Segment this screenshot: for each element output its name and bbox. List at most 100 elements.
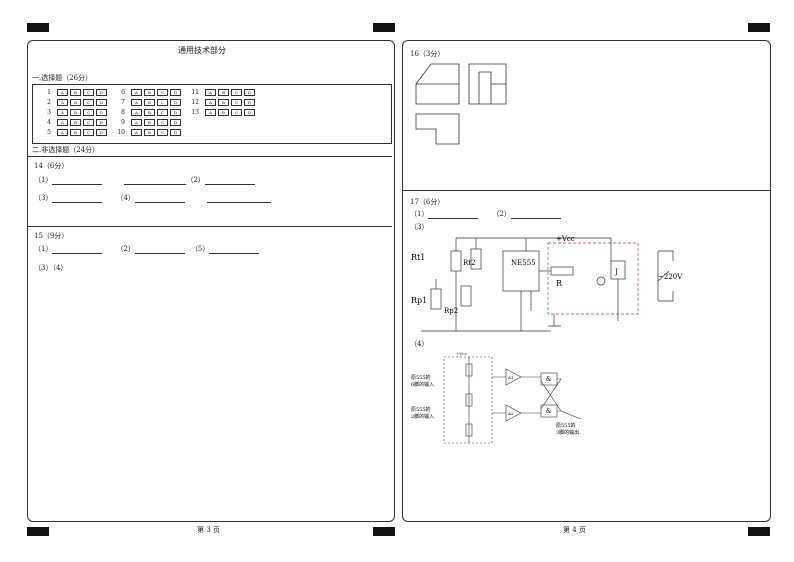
choice-option-box[interactable]: D: [96, 129, 107, 136]
answer-blank[interactable]: [124, 176, 187, 185]
choice-option-box[interactable]: A: [205, 89, 216, 96]
choice-option-box[interactable]: A: [57, 99, 68, 106]
choice-option-box[interactable]: D: [244, 109, 255, 116]
choice-option-box[interactable]: B: [144, 109, 155, 116]
choice-option-box[interactable]: A: [57, 89, 68, 96]
choice-option-box[interactable]: A: [205, 99, 216, 106]
choice-option-box[interactable]: A: [131, 129, 142, 136]
choice-option-box[interactable]: B: [70, 129, 81, 136]
answer-blank[interactable]: [206, 194, 271, 203]
choice-option-box[interactable]: D: [170, 89, 181, 96]
choice-option-box[interactable]: C: [231, 99, 242, 106]
answer-blank[interactable]: [134, 194, 185, 203]
q14-p3-label: （3）: [34, 194, 53, 202]
choice-option-box[interactable]: D: [170, 99, 181, 106]
choice-option-box[interactable]: D: [96, 99, 107, 106]
page-number: 第 4 页: [563, 526, 586, 534]
choice-option-box[interactable]: D: [170, 119, 181, 126]
choice-option-box[interactable]: A: [131, 109, 142, 116]
choice-option-box[interactable]: C: [83, 119, 94, 126]
relay-module-box: [547, 242, 639, 315]
relay-coil: [610, 260, 626, 280]
output3-line2: 3脚的输出: [556, 429, 579, 436]
input6-line1: 原555的: [411, 374, 431, 381]
registration-mark: [27, 23, 49, 32]
choice-option-box[interactable]: B: [144, 129, 155, 136]
question-number: 1: [47, 89, 51, 96]
choice-option-box[interactable]: C: [157, 109, 168, 116]
choice-option-box[interactable]: A: [205, 109, 216, 116]
answer-blank[interactable]: [209, 245, 260, 254]
question-number: 7: [121, 99, 125, 106]
section2-heading: 二.非选择题（24分）: [32, 146, 100, 154]
choice-option-box[interactable]: B: [218, 109, 229, 116]
choice-option-box[interactable]: B: [144, 89, 155, 96]
choice-option-box[interactable]: C: [83, 129, 94, 136]
choice-option-box[interactable]: D: [96, 119, 107, 126]
rp1-label: Rp1: [411, 296, 427, 305]
view-shape: [468, 63, 507, 105]
q15-p1-label: （1）: [34, 245, 53, 253]
registration-mark: [748, 23, 770, 32]
choice-option-box[interactable]: D: [244, 99, 255, 106]
choice-option-box[interactable]: A: [57, 129, 68, 136]
question-number: 3: [47, 109, 51, 116]
answer-blank[interactable]: [204, 176, 255, 185]
choice-option-box[interactable]: D: [170, 129, 181, 136]
answer-blank[interactable]: [510, 210, 561, 219]
registration-mark: [748, 527, 770, 536]
choice-option-box[interactable]: B: [218, 99, 229, 106]
q17-p3-label: （3）: [410, 223, 429, 231]
right-answer-panel: 16（3分） 17（6分） （1）（2） （3） Rt1 Rt2 Rp1 Rp2…: [402, 40, 771, 522]
answer-blank[interactable]: [52, 176, 103, 185]
a1-label: A1: [507, 375, 513, 380]
choice-option-box[interactable]: A: [57, 109, 68, 116]
choice-option-box[interactable]: C: [83, 109, 94, 116]
choice-option-box[interactable]: A: [131, 99, 142, 106]
question-number: 9: [121, 119, 125, 126]
question-number: 13: [191, 109, 199, 116]
choice-option-box[interactable]: C: [231, 109, 242, 116]
registration-mark: [373, 527, 395, 536]
choice-option-box[interactable]: C: [83, 89, 94, 96]
input2-line1: 原555的: [411, 406, 431, 413]
choice-option-box[interactable]: B: [144, 99, 155, 106]
answer-blank[interactable]: [134, 245, 185, 254]
choice-option-box[interactable]: C: [157, 119, 168, 126]
choice-option-box[interactable]: C: [157, 129, 168, 136]
choice-option-box[interactable]: B: [70, 89, 81, 96]
choice-option-box[interactable]: D: [96, 109, 107, 116]
section1-heading: 一.选择题（26分）: [32, 74, 93, 82]
rt1-label: Rt1: [411, 253, 425, 262]
choice-option-box[interactable]: D: [244, 89, 255, 96]
choice-option-box[interactable]: B: [218, 89, 229, 96]
question-number: 6: [121, 89, 125, 96]
r-label: R: [556, 279, 563, 288]
choice-option-box[interactable]: D: [170, 109, 181, 116]
choice-option-box[interactable]: C: [157, 89, 168, 96]
q15-answer-34: （3）（4）: [34, 264, 68, 272]
q14-answer-2: （3） （4）: [34, 193, 271, 203]
choice-option-box[interactable]: B: [70, 99, 81, 106]
potentiometer-rp2: [460, 285, 472, 307]
choice-option-box[interactable]: A: [57, 119, 68, 126]
choice-option-box[interactable]: B: [144, 119, 155, 126]
choice-option-box[interactable]: C: [83, 99, 94, 106]
answer-blank[interactable]: [52, 194, 103, 203]
q14-p4-label: （4）: [116, 194, 135, 202]
choice-option-box[interactable]: B: [70, 109, 81, 116]
choice-option-box[interactable]: C: [157, 99, 168, 106]
main-circuit-diagram: Rt1 Rt2 Rp1 Rp2 NE555 R J +Vcc ~220V: [411, 235, 683, 332]
question-number: 12: [191, 99, 199, 106]
choice-option-box[interactable]: A: [131, 89, 142, 96]
choice-option-box[interactable]: C: [231, 89, 242, 96]
choice-option-box[interactable]: B: [70, 119, 81, 126]
choice-option-box[interactable]: D: [96, 89, 107, 96]
answer-blank[interactable]: [428, 210, 479, 219]
q14-p1-label: （1）: [34, 176, 53, 184]
choice-option-box[interactable]: A: [131, 119, 142, 126]
answer-blank[interactable]: [52, 245, 103, 254]
